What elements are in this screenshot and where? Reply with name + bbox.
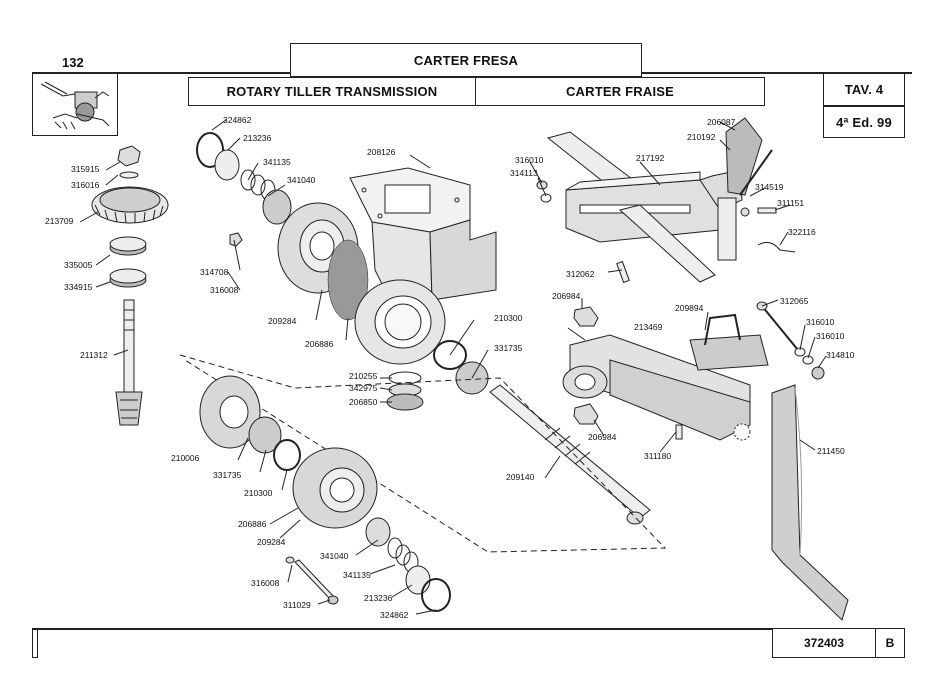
part-label: 210192 — [687, 132, 716, 142]
part-label: 314519 — [755, 182, 784, 192]
part-label: 217192 — [636, 153, 665, 163]
part-label: 312065 — [780, 296, 809, 306]
part-label: 210255 — [349, 371, 378, 381]
part-label: 312062 — [566, 269, 595, 279]
part-label: 316008 — [251, 578, 280, 588]
part-label: 206886 — [305, 339, 334, 349]
lower-cover-icon — [292, 447, 378, 529]
document-code: 372403 — [772, 628, 876, 658]
tiller-tine-icon — [771, 384, 849, 621]
part-label: 311029 — [283, 600, 311, 610]
title-italian: CARTER FRESA — [290, 43, 642, 77]
revision-letter-text: B — [885, 636, 895, 650]
part-label: 341135 — [263, 157, 291, 167]
part-label: 314113 — [510, 168, 538, 178]
transmission-housing-icon — [349, 167, 497, 365]
bevel-gear-icon — [91, 186, 169, 224]
part-label: 209284 — [257, 537, 286, 547]
part-label: 206984 — [552, 291, 581, 301]
long-bolt-icon — [294, 559, 339, 605]
part-label: 314810 — [826, 350, 855, 360]
part-label: 316010 — [515, 155, 544, 165]
edition: 4ª Ed. 99 — [823, 106, 905, 138]
part-label: 210300 — [494, 313, 523, 323]
page-number: 132 — [62, 55, 84, 70]
part-label: 311180 — [644, 451, 672, 461]
part-label: 209284 — [268, 316, 297, 326]
part-label: 213469 — [634, 322, 663, 332]
part-label: 331735 — [494, 343, 523, 353]
footer-left-marker — [32, 628, 38, 658]
part-label: 208126 — [367, 147, 396, 157]
part-label: 324862 — [380, 610, 409, 620]
part-label: 210300 — [244, 488, 273, 498]
mounting-bracket-icon — [546, 131, 743, 283]
part-label: 206984 — [588, 432, 617, 442]
table-number: TAV. 4 — [823, 73, 905, 106]
part-label: 334915 — [64, 282, 93, 292]
footer-rule — [32, 628, 772, 630]
title-french: CARTER FRAISE — [475, 77, 765, 106]
part-label: 335005 — [64, 260, 93, 270]
part-label: 341040 — [287, 175, 316, 185]
part-label: 314708 — [200, 267, 229, 277]
part-label: 341135 — [343, 570, 371, 580]
title-english-text: ROTARY TILLER TRANSMISSION — [226, 84, 438, 99]
part-label: 316008 — [210, 285, 239, 295]
part-label: 342975 — [349, 383, 378, 393]
document-code-text: 372403 — [803, 636, 845, 650]
title-english: ROTARY TILLER TRANSMISSION — [188, 77, 476, 106]
spur-gear-icon — [199, 375, 261, 449]
part-label: 311151 — [777, 198, 805, 208]
revision-letter: B — [875, 628, 905, 658]
part-label: 213236 — [364, 593, 393, 603]
part-label: 211450 — [817, 446, 845, 456]
product-thumbnail — [32, 73, 118, 136]
part-label: 341040 — [320, 551, 349, 561]
clamp-block-icon — [689, 313, 769, 371]
part-label: 213709 — [45, 216, 74, 226]
part-label: 209894 — [675, 303, 704, 313]
nut-icon — [117, 145, 141, 167]
part-label: 211312 — [80, 350, 108, 360]
part-label: 331735 — [213, 470, 242, 480]
part-label: 206087 — [707, 117, 736, 127]
table-number-text: TAV. 4 — [844, 82, 884, 97]
part-label: 322116 — [788, 227, 816, 237]
part-label: 315915 — [71, 164, 100, 174]
rotary-tiller-thumbnail-icon — [40, 81, 110, 130]
part-label: 206850 — [349, 397, 378, 407]
part-label: 316010 — [816, 331, 845, 341]
part-label: 210006 — [171, 453, 200, 463]
part-label: 206886 — [238, 519, 267, 529]
edition-text: 4ª Ed. 99 — [836, 114, 892, 130]
splined-shaft-icon — [489, 384, 651, 525]
part-label: 209140 — [506, 472, 535, 482]
part-label: 213236 — [243, 133, 272, 143]
part-label: 316010 — [806, 317, 835, 327]
pinion-shaft-icon — [115, 299, 143, 426]
title-french-text: CARTER FRAISE — [565, 84, 675, 99]
part-label: 324862 — [223, 115, 252, 125]
support-arm-icon — [562, 334, 751, 441]
part-label: 316016 — [71, 180, 100, 190]
title-italian-text: CARTER FRESA — [413, 52, 519, 68]
